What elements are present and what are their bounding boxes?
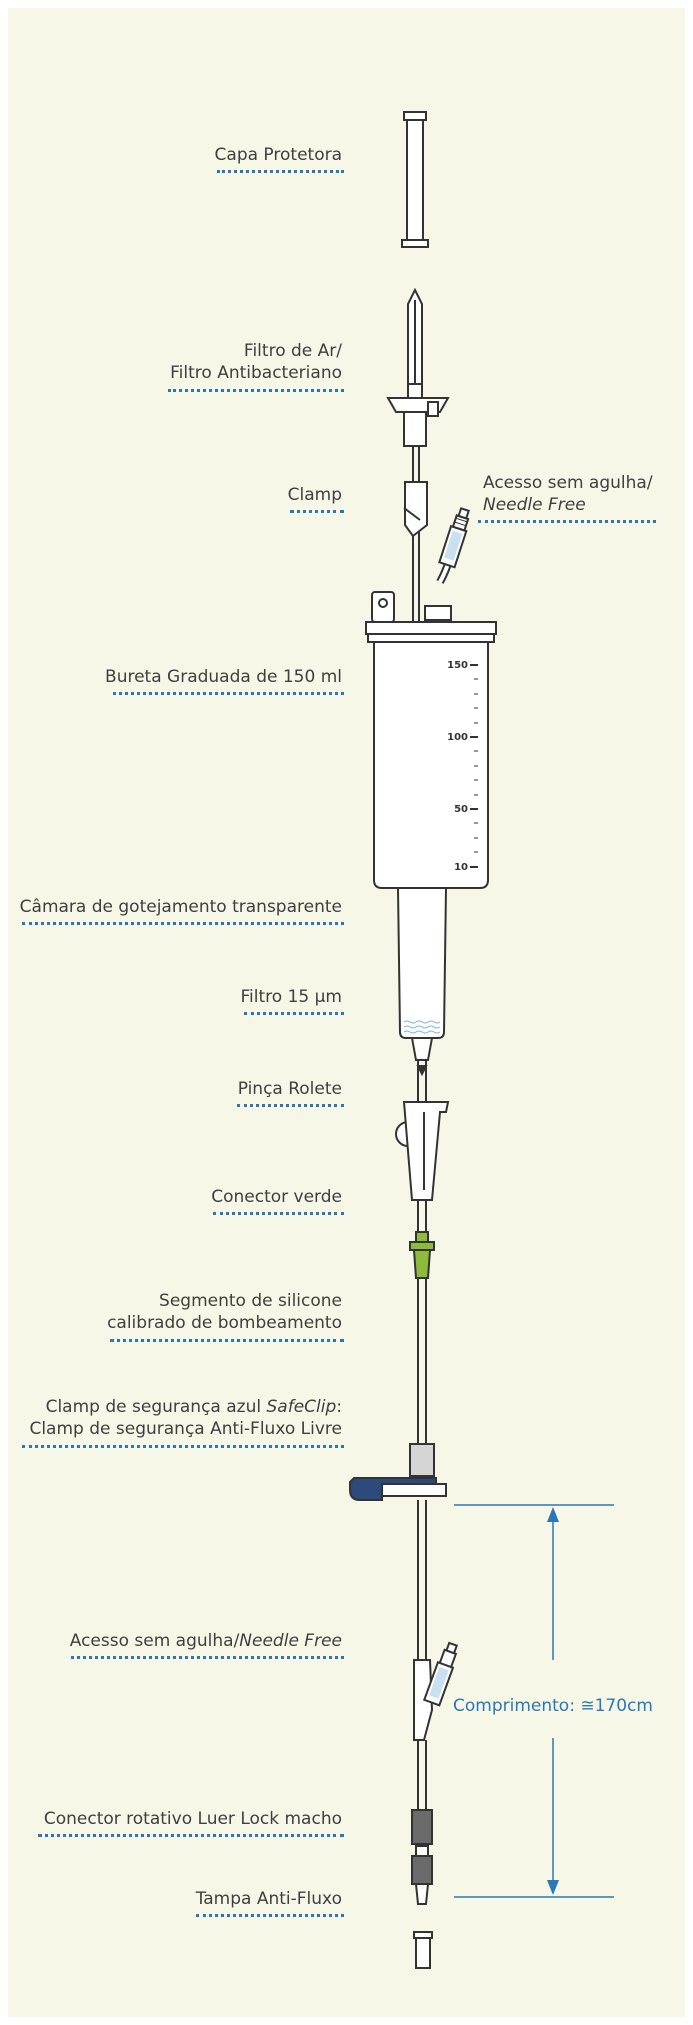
clamp-shape (403, 481, 428, 538)
label-text: Câmara de gotejamento transparente (19, 897, 342, 917)
label-text: Pinça Rolete (237, 1079, 342, 1099)
needle-free-access-top-shape (424, 507, 470, 621)
leader-line (38, 1834, 344, 1837)
label-text-italic: SafeClip (266, 1397, 337, 1417)
leader-line (168, 389, 344, 392)
leader-line (196, 1914, 344, 1917)
protective-cap-shape (401, 111, 429, 248)
scale-100: 100 (447, 732, 468, 743)
label-text: Clamp (287, 485, 342, 505)
leader-line (217, 170, 344, 173)
leader-line (110, 1339, 344, 1342)
label-safeclip: Clamp de segurança azul SafeClip: Clamp … (29, 1396, 342, 1440)
drip-chamber-shape (396, 887, 448, 1077)
label-text: calibrado de bombeamento (107, 1313, 342, 1333)
scale-10: 10 (454, 862, 468, 873)
label-text: Filtro 15 µm (240, 987, 343, 1007)
label-clamp: Clamp (288, 484, 342, 506)
label-text: Clamp de segurança Anti-Fluxo Livre (29, 1419, 342, 1439)
roller-clamp-shape (395, 1101, 450, 1201)
label-burette: Bureta Graduada de 150 ml (105, 666, 342, 688)
label-needle-free-bottom: Acesso sem agulha/Needle Free (70, 1630, 342, 1652)
burette-shape (365, 591, 497, 889)
leader-line (290, 510, 344, 513)
label-text: : (336, 1397, 342, 1417)
leader-line (71, 1656, 344, 1659)
leader-line (244, 1012, 344, 1015)
label-anti-flow-cap: Tampa Anti-Fluxo (196, 1888, 342, 1910)
label-text: Capa Protetora (214, 145, 342, 165)
label-drip-chamber: Câmara de gotejamento transparente (20, 896, 342, 918)
label-silicone-segment: Segmento de silicone calibrado de bombea… (107, 1290, 342, 1334)
label-text: Acesso sem agulha/ (483, 473, 653, 493)
label-needle-free-top: Acesso sem agulha/ Needle Free (483, 472, 653, 516)
leader-line (478, 520, 656, 523)
label-text: Bureta Graduada de 150 ml (105, 667, 342, 687)
label-green-connector: Conector verde (211, 1186, 342, 1208)
leader-line (237, 1104, 344, 1107)
label-air-filter: Filtro de Ar/ Filtro Antibacteriano (170, 340, 342, 384)
label-protective-cap: Capa Protetora (215, 144, 342, 166)
leader-line (22, 1445, 344, 1448)
label-text: Acesso sem agulha/ (69, 1631, 240, 1651)
leader-line (213, 1212, 344, 1215)
label-roller-clamp: Pinça Rolete (238, 1078, 342, 1100)
label-text-italic: Needle Free (239, 1631, 342, 1651)
spike-air-filter-shape (386, 287, 450, 447)
leader-line (113, 692, 344, 695)
luer-lock-shape (411, 1809, 433, 1905)
length-dimension (454, 1504, 614, 1898)
needle-free-access-bottom-shape (413, 1641, 459, 1741)
leader-line (22, 922, 344, 925)
label-filter: Filtro 15 µm (241, 986, 343, 1008)
green-connector-shape (409, 1231, 435, 1279)
scale-50: 50 (454, 804, 468, 815)
anti-flow-cap-shape (413, 1931, 433, 1969)
diagram-background (8, 8, 685, 2017)
label-text: Segmento de silicone (159, 1291, 342, 1311)
safeclip-shape (349, 1443, 447, 1501)
label-text: Clamp de segurança azul (45, 1397, 267, 1417)
label-luer-lock: Conector rotativo Luer Lock macho (44, 1808, 342, 1830)
label-text: Filtro de Ar/ (243, 341, 342, 361)
label-text: Conector verde (211, 1187, 342, 1207)
length-measure-label: Comprimento: ≅170cm (451, 1696, 655, 1716)
label-text-italic: Needle Free (483, 495, 586, 515)
scale-150: 150 (447, 660, 468, 671)
label-text: Filtro Antibacteriano (170, 363, 342, 383)
label-text: Conector rotativo Luer Lock macho (43, 1809, 342, 1829)
label-text: Tampa Anti-Fluxo (195, 1889, 342, 1909)
